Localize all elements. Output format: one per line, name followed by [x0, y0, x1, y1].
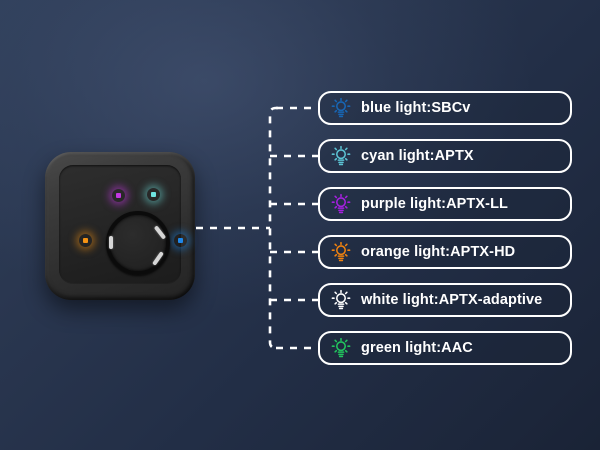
lightbulb-icon — [331, 289, 351, 310]
lightbulb-icon — [331, 337, 351, 358]
led-purple — [116, 193, 121, 198]
legend-label: purple light:APTX-LL — [361, 196, 508, 212]
led-blue — [178, 238, 183, 243]
legend-item-purple[interactable]: purple light:APTX-LL — [318, 187, 572, 221]
legend-label: blue light:SBCv — [361, 100, 471, 116]
legend-label: white light:APTX-adaptive — [361, 292, 543, 308]
ring-segment-left — [109, 236, 113, 249]
legend-item-orange[interactable]: orange light:APTX-HD — [318, 235, 572, 269]
device-face — [59, 165, 183, 284]
ring-segment-top-right — [153, 225, 167, 240]
control-ring[interactable] — [106, 211, 170, 275]
legend-item-white[interactable]: white light:APTX-adaptive — [318, 283, 572, 317]
lightbulb-icon — [331, 193, 351, 214]
legend-label: cyan light:APTX — [361, 148, 474, 164]
lightbulb-icon — [331, 241, 351, 262]
connector-spine — [268, 106, 278, 350]
legend-item-cyan[interactable]: cyan light:APTX — [318, 139, 572, 173]
device-body — [45, 152, 195, 300]
legend-label: green light:AAC — [361, 340, 473, 356]
legend-label: orange light:APTX-HD — [361, 244, 516, 260]
legend-item-blue[interactable]: blue light:SBCv — [318, 91, 572, 125]
led-cyan — [151, 192, 156, 197]
legend-item-green[interactable]: green light:AAC — [318, 331, 572, 365]
led-orange — [83, 238, 88, 243]
device-illustration — [45, 152, 195, 300]
lightbulb-icon — [331, 97, 351, 118]
ring-segment-bottom-right — [152, 251, 164, 266]
lightbulb-icon — [331, 145, 351, 166]
